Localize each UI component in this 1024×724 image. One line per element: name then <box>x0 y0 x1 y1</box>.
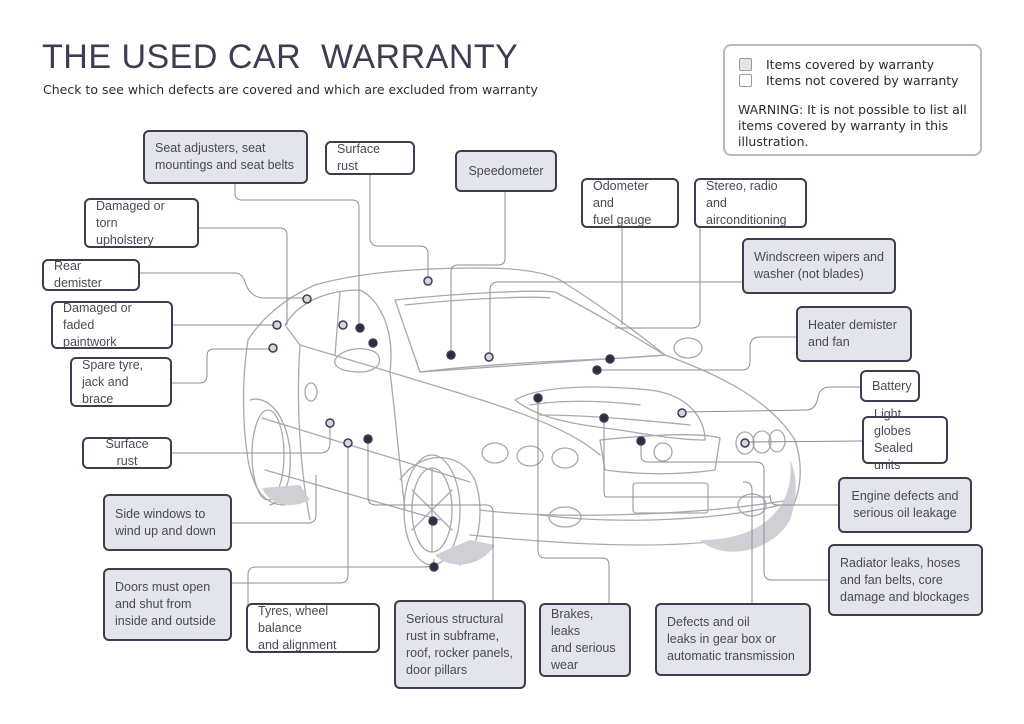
legend-covered-label: Items covered by warranty <box>766 57 935 72</box>
not-covered-swatch-icon <box>739 74 752 87</box>
marker-rocker <box>363 434 373 444</box>
marker-surface-rust-roof <box>423 276 433 286</box>
label-engine-defects: Engine defects and serious oil leakage <box>838 477 972 533</box>
marker-paintwork <box>272 320 282 330</box>
label-battery: Battery <box>860 370 920 402</box>
page-title: THE USED CAR WARRANTY <box>42 38 519 76</box>
car-outline <box>242 267 801 566</box>
marker-rear-demister <box>302 294 312 304</box>
label-structural-rust: Serious structural rust in subframe, roo… <box>394 600 526 689</box>
marker-odometer <box>484 352 494 362</box>
page-subtitle: Check to see which defects are covered a… <box>43 82 538 97</box>
legend-not-covered: Items not covered by warranty <box>739 73 959 88</box>
marker-doors <box>343 438 353 448</box>
label-doors: Doors must open and shut from inside and… <box>103 568 232 641</box>
label-damaged-upholstery: Damaged or torn upholstery <box>84 198 199 248</box>
marker-engine <box>599 413 609 423</box>
label-seat-adjusters: Seat adjusters, seat mountings and seat … <box>143 130 308 184</box>
legend-warning: WARNING: It is not possible to list all … <box>738 102 967 149</box>
leader-lines <box>140 175 863 605</box>
label-heater-demister: Heater demister and fan <box>796 306 912 362</box>
legend-panel: Items covered by warranty Items not cove… <box>723 44 982 156</box>
marker-light-globes <box>740 438 750 448</box>
label-brakes: Brakes, leaks and serious wear <box>539 603 631 677</box>
label-speedometer: Speedometer <box>455 150 557 192</box>
marker-speedometer <box>446 350 456 360</box>
label-rear-demister: Rear demister <box>42 259 140 291</box>
label-paintwork: Damaged or faded paintwork <box>51 301 173 349</box>
marker-spare-tyre <box>268 343 278 353</box>
legend-covered: Items covered by warranty <box>739 57 934 72</box>
label-gearbox: Defects and oil leaks in gear box or aut… <box>655 603 811 676</box>
label-surface-rust-side: Surface rust <box>82 437 172 469</box>
marker-brakes <box>428 516 438 526</box>
marker-radiator <box>636 436 646 446</box>
marker-wipers <box>605 354 615 364</box>
point-markers <box>268 276 750 572</box>
label-odometer: Odometer and fuel gauge <box>581 178 679 228</box>
label-spare-tyre: Spare tyre, jack and brace <box>70 357 172 407</box>
label-surface-rust-top: Surface rust <box>325 141 415 175</box>
legend-not-covered-label: Items not covered by warranty <box>766 73 959 88</box>
label-tyres: Tyres, wheel balance and alignment <box>246 603 380 653</box>
label-light-globes: Light globes Sealed units <box>862 407 948 472</box>
marker-upholstery <box>338 320 348 330</box>
marker-heater <box>592 365 602 375</box>
marker-side-windows <box>368 338 378 348</box>
marker-surface-rust-door <box>325 418 335 428</box>
marker-structural-rust <box>533 393 543 403</box>
marker-tyres <box>429 562 439 572</box>
label-side-windows: Side windows to wind up and down <box>103 494 232 551</box>
covered-swatch-icon <box>739 58 752 71</box>
label-stereo: Stereo, radio and airconditioning <box>694 178 807 228</box>
label-radiator: Radiator leaks, hoses and fan belts, cor… <box>828 544 983 616</box>
tyre-shading <box>262 460 796 565</box>
marker-seat-adjusters <box>355 323 365 333</box>
label-windscreen-wipers: Windscreen wipers and washer (not blades… <box>742 238 896 294</box>
marker-battery <box>677 408 687 418</box>
